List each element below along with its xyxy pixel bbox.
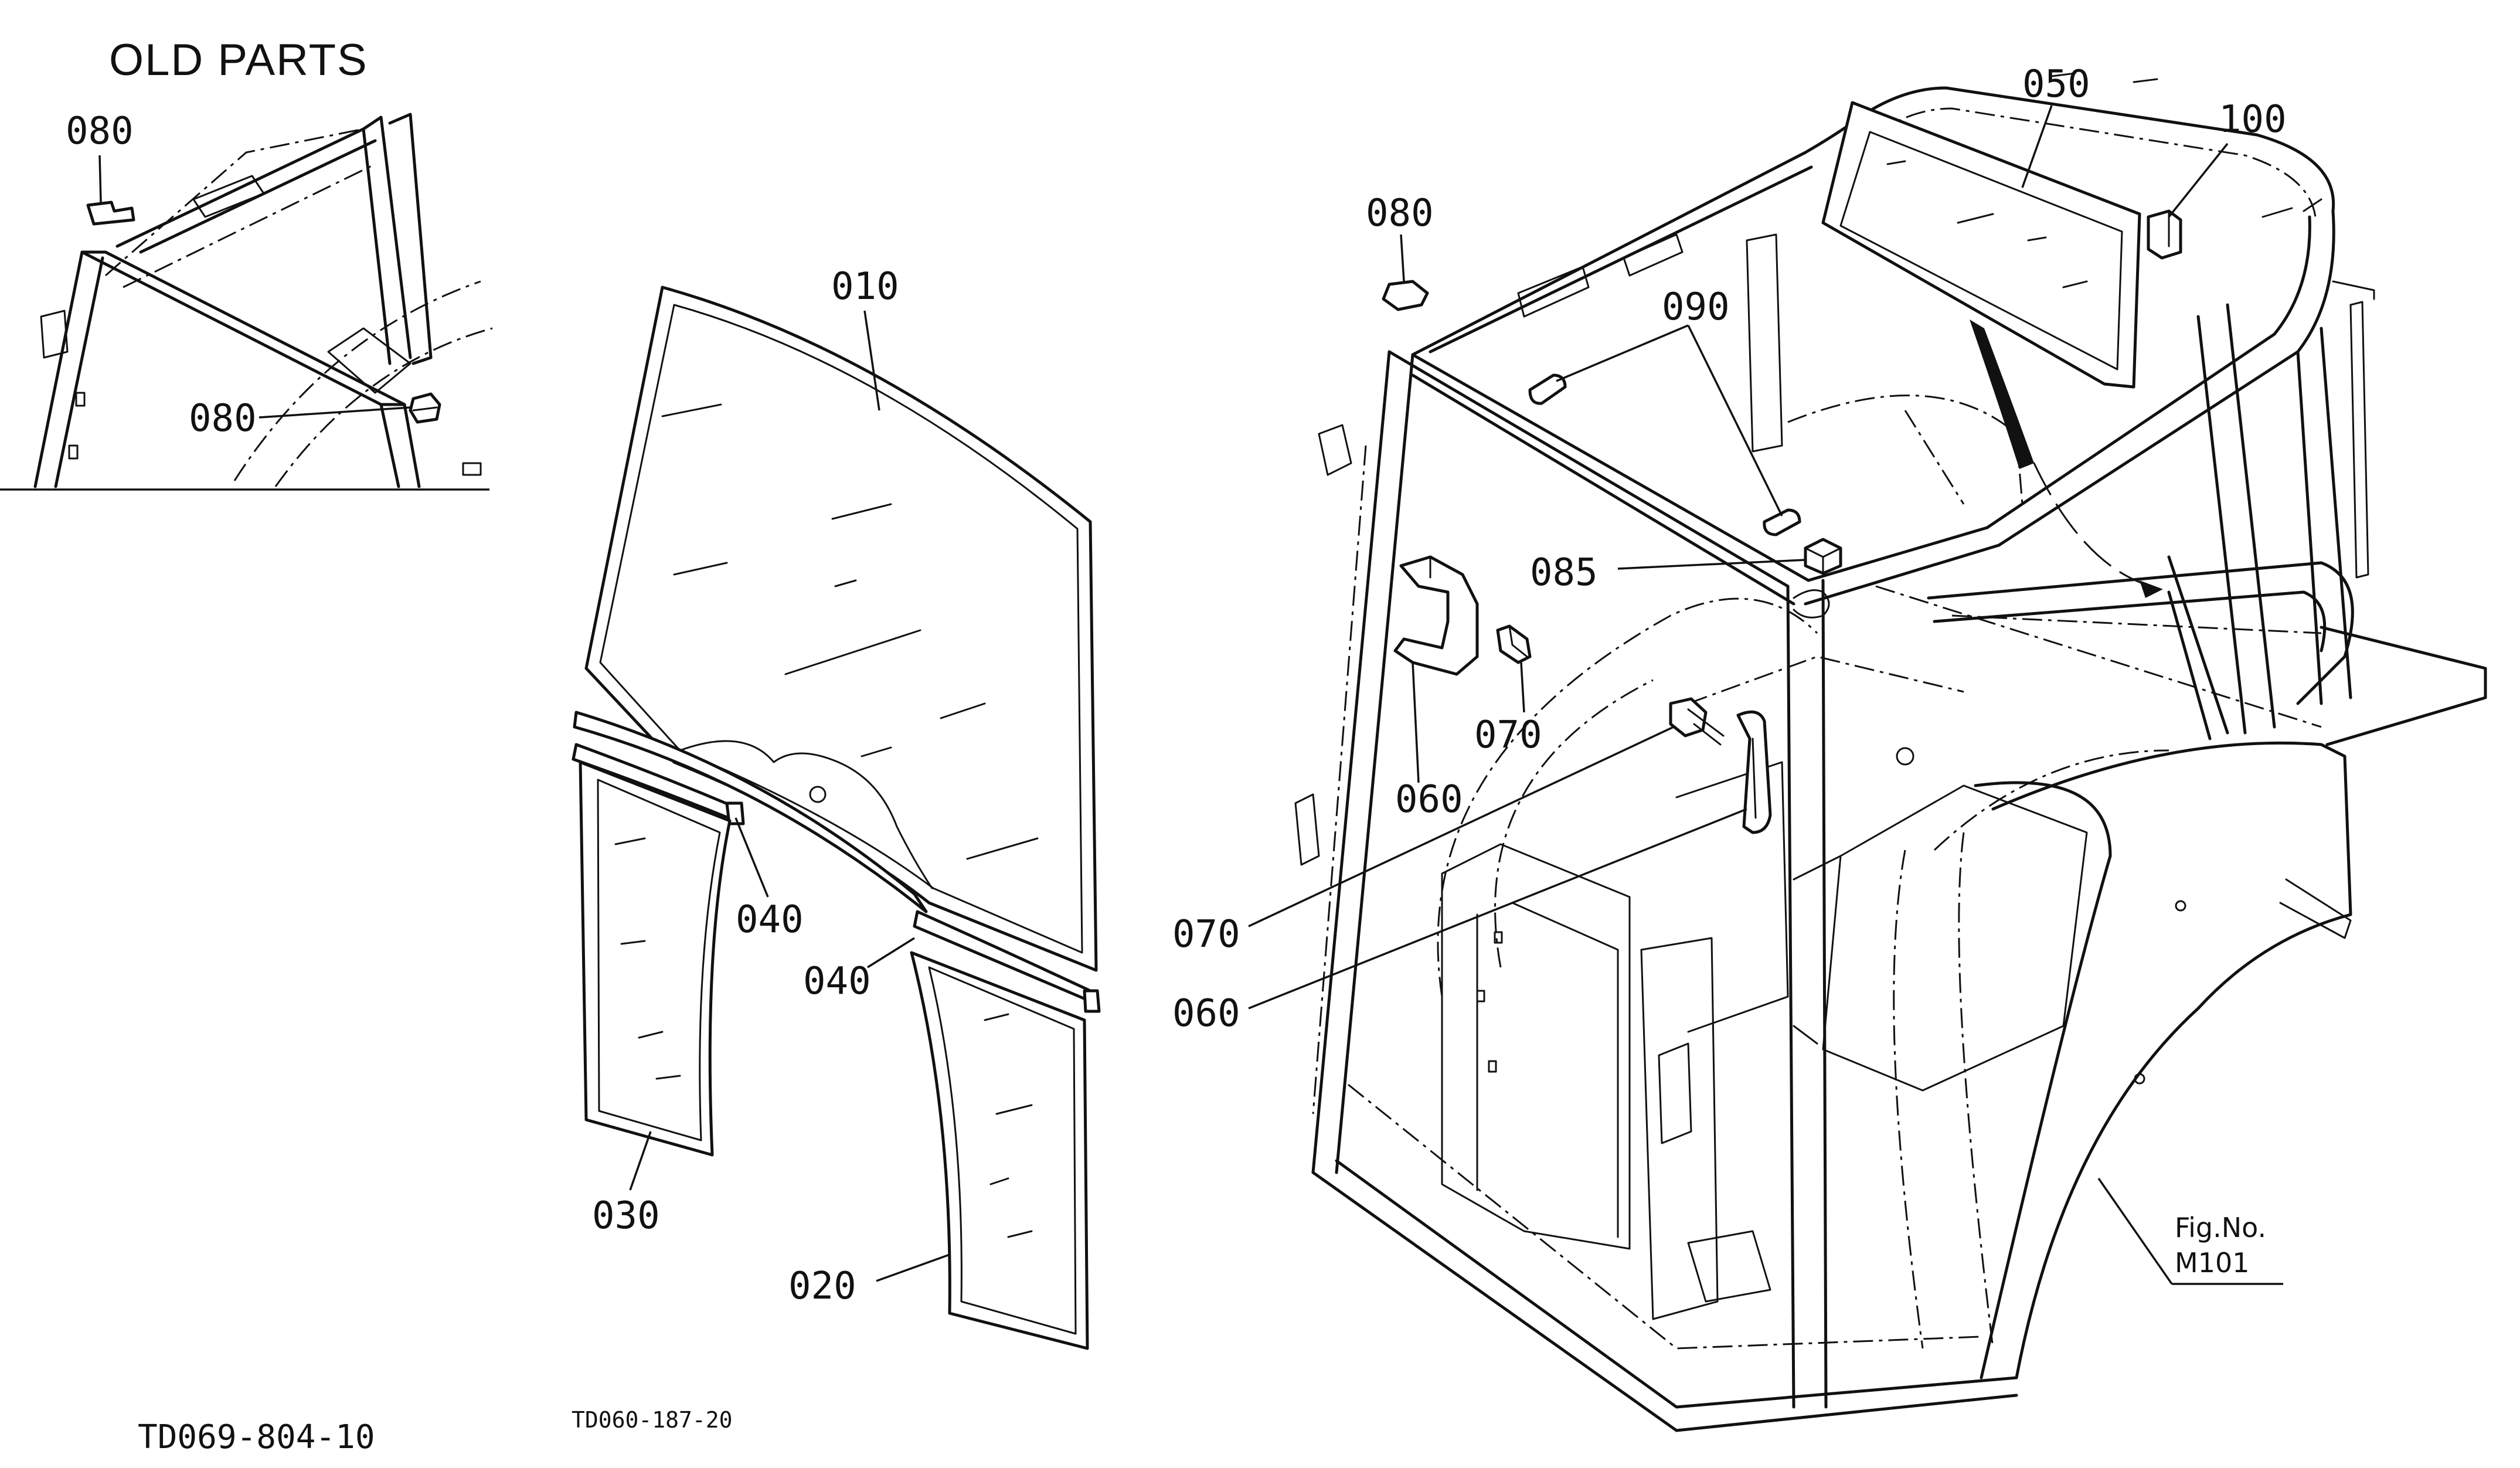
figure-number-value: M101 <box>2175 1247 2250 1279</box>
label-090: 090 <box>1662 286 1730 329</box>
drawing-code-main: TD069-804-10 <box>138 1418 375 1456</box>
leader-line <box>1248 726 1674 927</box>
inset-cab-frame <box>33 113 493 488</box>
drawing-code-glass: TD060-187-20 <box>572 1407 733 1433</box>
leader-line <box>1248 808 1747 1010</box>
leader-line <box>1556 324 1783 516</box>
label-080: 080 <box>66 110 134 153</box>
label-080: 080 <box>189 397 257 440</box>
label-040: 040 <box>736 898 804 942</box>
pin-090-b <box>1763 508 1801 536</box>
leader-line <box>1617 559 1806 570</box>
leader-line <box>876 1253 950 1282</box>
cab-frame <box>1294 72 2487 1432</box>
figure-number-label: Fig.No. <box>2175 1212 2266 1243</box>
label-060: 060 <box>1395 778 1463 821</box>
weatherstrip-040-right <box>913 910 1101 1013</box>
label-050: 050 <box>2022 63 2090 106</box>
label-060: 060 <box>1172 992 1240 1035</box>
leader-line <box>2021 105 2053 188</box>
handle-060-right <box>1736 710 1772 834</box>
label-040: 040 <box>803 960 871 1003</box>
cap-085 <box>1804 538 1842 575</box>
label-070: 070 <box>1474 713 1542 757</box>
label-085: 085 <box>1530 551 1598 594</box>
inset-clip-080-bottom <box>409 392 441 424</box>
install-arrow <box>1970 320 2164 598</box>
old-parts-inset: OLD PARTS 080 080 <box>0 35 493 491</box>
glass-parts: 010 040 040 030 020 <box>572 265 1101 1350</box>
label-020: 020 <box>788 1265 856 1308</box>
inset-clip-080-top <box>86 201 135 226</box>
pin-090-a <box>1528 373 1567 405</box>
stopper-100 <box>2147 209 2182 260</box>
leader-line <box>1412 662 1420 783</box>
leader-line <box>2097 1178 2283 1285</box>
side-glass-030 <box>579 760 732 1157</box>
leader-line <box>98 155 102 203</box>
label-100: 100 <box>2219 98 2287 141</box>
label-080: 080 <box>1366 192 1434 235</box>
leader-line <box>1520 662 1525 713</box>
inset-heading: OLD PARTS <box>109 35 368 85</box>
leader-line <box>734 817 769 898</box>
leader-line <box>1400 234 1405 282</box>
weatherstrip-040-left <box>572 711 928 913</box>
leader-line <box>259 406 411 419</box>
cab-parts: 050 100 080 090 085 070 060 070 060 <box>1172 63 2287 1035</box>
leader-line <box>629 1131 652 1191</box>
handle-060-left <box>1393 555 1479 676</box>
label-030: 030 <box>592 1194 660 1238</box>
figure-reference: Fig.No. M101 <box>2097 1178 2283 1285</box>
label-010: 010 <box>831 265 899 308</box>
leader-line <box>867 937 915 969</box>
rear-glass-050 <box>1821 101 2141 389</box>
bolt-070-right <box>1669 697 1725 746</box>
leader-line <box>863 310 880 411</box>
side-glass-020 <box>910 951 1089 1350</box>
clip-080 <box>1382 280 1429 311</box>
leader-line <box>2168 142 2229 218</box>
label-070: 070 <box>1172 913 1240 956</box>
bolt-070-left <box>1496 624 1532 664</box>
